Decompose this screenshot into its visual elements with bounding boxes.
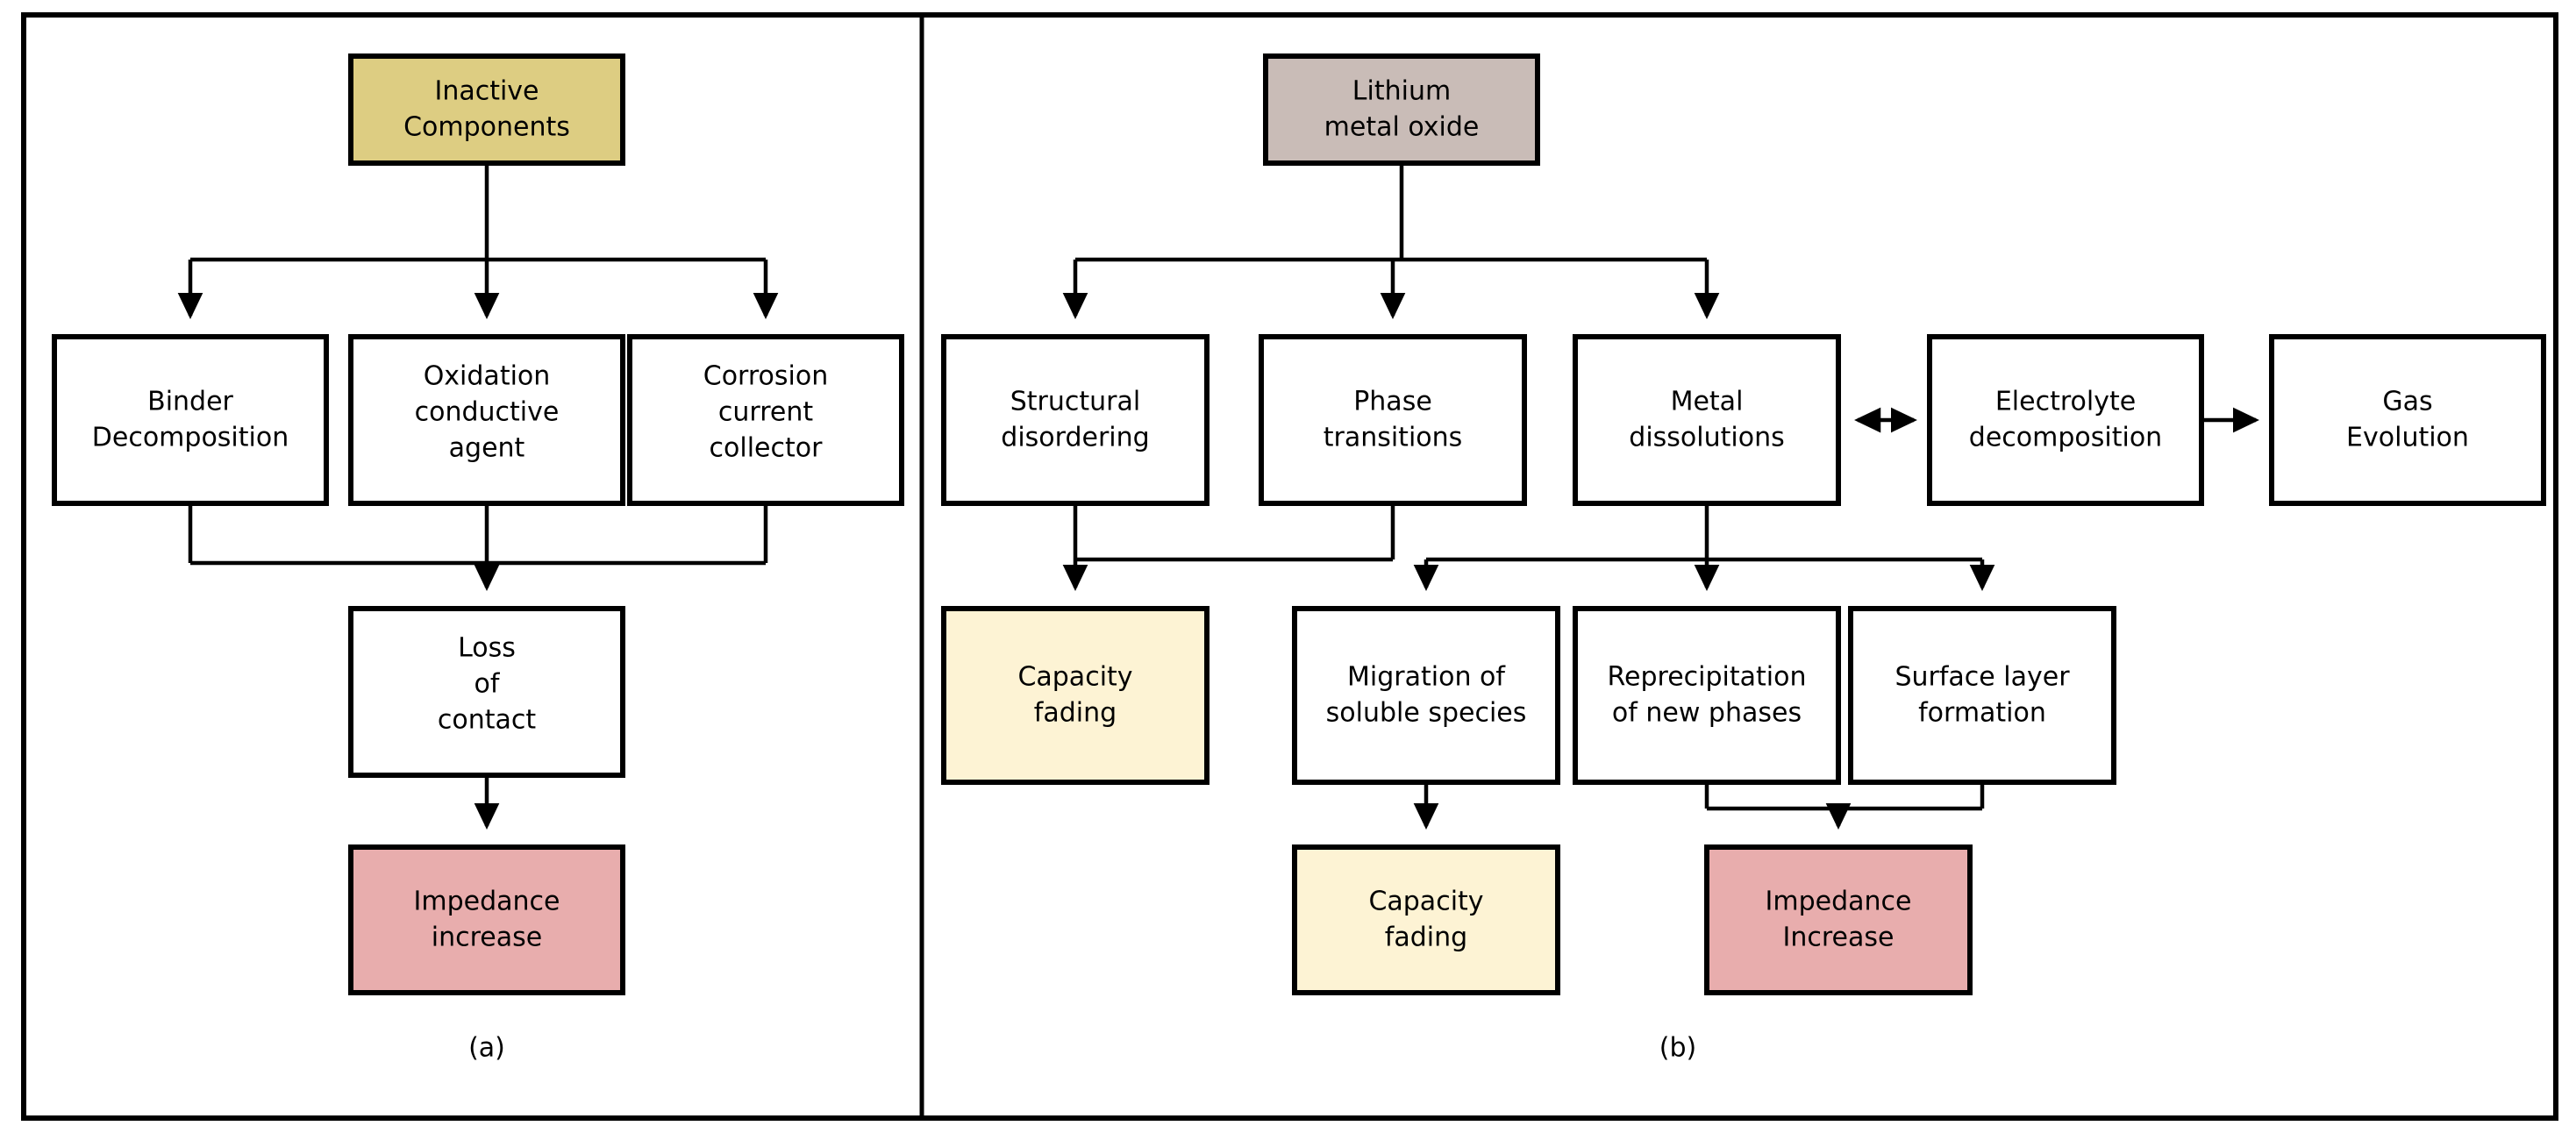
- node-corrosion-current-collector[interactable]: Corrosion current collector: [627, 334, 904, 506]
- node-structural-disordering-line-1: disordering: [1001, 423, 1149, 453]
- node-oxidation-conductive-agent[interactable]: Oxidation conductive agent: [348, 334, 625, 506]
- panel-b-caption: (b): [1659, 1033, 1696, 1064]
- node-binder-decomposition-line-1: Decomposition: [92, 423, 289, 453]
- node-migration-of-soluble-species[interactable]: Migration of soluble species: [1292, 606, 1560, 785]
- node-metal-dissolutions-line-1: dissolutions: [1629, 423, 1784, 453]
- node-capacity-fading-upper-box[interactable]: [941, 606, 1210, 785]
- node-impedance-increase-b-line-1: Increase: [1783, 923, 1895, 953]
- node-lithium-metal-oxide-box[interactable]: [1263, 53, 1540, 166]
- node-electrolyte-decomposition-line-0: Electrolyte: [1995, 387, 2136, 417]
- node-structural-disordering-box[interactable]: [941, 334, 1210, 506]
- node-loss-of-contact[interactable]: Loss of contact: [348, 606, 625, 778]
- node-gas-evolution-line-1: Evolution: [2346, 423, 2469, 453]
- node-loss-of-contact-box[interactable]: [348, 606, 625, 778]
- node-capacity-fading-upper[interactable]: Capacity fading: [941, 606, 1210, 785]
- node-metal-dissolutions[interactable]: Metal dissolutions: [1573, 334, 1841, 506]
- node-surface-layer-formation-box[interactable]: [1848, 606, 2116, 785]
- node-gas-evolution[interactable]: Gas Evolution: [2269, 334, 2546, 506]
- node-corrosion-current-collector-box[interactable]: [627, 334, 904, 506]
- node-structural-disordering-line-0: Structural: [1010, 387, 1140, 417]
- node-capacity-fading-lower-line-1: fading: [1385, 923, 1467, 953]
- node-impedance-increase-a-line-1: increase: [432, 923, 542, 953]
- node-phase-transitions-line-0: Phase: [1353, 387, 1432, 417]
- node-binder-decomposition[interactable]: Binder Decomposition: [52, 334, 329, 506]
- node-binder-decomposition-line-0: Binder: [147, 387, 233, 417]
- panel-a-connectors: [177, 163, 779, 830]
- node-corrosion-current-collector-line-2: collector: [710, 433, 824, 464]
- node-migration-of-soluble-species-line-0: Migration of: [1347, 662, 1506, 693]
- node-capacity-fading-upper-line-0: Capacity: [1017, 662, 1132, 693]
- node-corrosion-current-collector-line-0: Corrosion: [703, 361, 828, 392]
- node-reprecipitation-of-new-phases[interactable]: Reprecipitation of new phases: [1573, 606, 1841, 785]
- node-loss-of-contact-line-2: contact: [438, 705, 537, 736]
- node-lithium-metal-oxide-line-0: Lithium: [1352, 76, 1451, 107]
- node-impedance-increase-a[interactable]: Impedance increase: [348, 844, 625, 995]
- node-metal-dissolutions-line-0: Metal: [1671, 387, 1744, 417]
- node-reprecipitation-of-new-phases-box[interactable]: [1573, 606, 1841, 785]
- node-impedance-increase-b[interactable]: Impedance Increase: [1704, 844, 1973, 995]
- node-phase-transitions-line-1: transitions: [1324, 423, 1463, 453]
- node-gas-evolution-box[interactable]: [2269, 334, 2546, 506]
- node-electrolyte-decomposition[interactable]: Electrolyte decomposition: [1927, 334, 2204, 506]
- node-structural-disordering[interactable]: Structural disordering: [941, 334, 1210, 506]
- node-inactive-components-line-1: Components: [403, 112, 570, 143]
- node-impedance-increase-a-line-0: Impedance: [414, 887, 560, 917]
- node-lithium-metal-oxide[interactable]: Lithium metal oxide: [1263, 53, 1540, 166]
- node-electrolyte-decomposition-line-1: decomposition: [1969, 423, 2162, 453]
- node-lithium-metal-oxide-line-1: metal oxide: [1324, 112, 1480, 143]
- node-oxidation-conductive-agent-line-2: agent: [449, 433, 525, 464]
- node-electrolyte-decomposition-box[interactable]: [1927, 334, 2204, 506]
- node-surface-layer-formation-line-1: formation: [1918, 698, 2046, 729]
- node-impedance-increase-a-box[interactable]: [348, 844, 625, 995]
- node-metal-dissolutions-box[interactable]: [1573, 334, 1841, 506]
- node-oxidation-conductive-agent-box[interactable]: [348, 334, 625, 506]
- panel-a-caption: (a): [468, 1033, 505, 1064]
- node-phase-transitions[interactable]: Phase transitions: [1259, 334, 1527, 506]
- node-inactive-components-box[interactable]: [348, 53, 625, 166]
- node-capacity-fading-lower[interactable]: Capacity fading: [1292, 844, 1560, 995]
- node-loss-of-contact-line-1: of: [475, 669, 501, 700]
- node-migration-of-soluble-species-box[interactable]: [1292, 606, 1560, 785]
- node-capacity-fading-upper-line-1: fading: [1034, 698, 1117, 729]
- panel-a-nodes: Inactive Components Binder Decomposition…: [52, 53, 904, 1064]
- figure-outer-frame: [21, 12, 2558, 1121]
- node-reprecipitation-of-new-phases-line-1: of new phases: [1612, 698, 1802, 729]
- node-impedance-increase-b-box[interactable]: [1704, 844, 1973, 995]
- node-oxidation-conductive-agent-line-0: Oxidation: [424, 361, 551, 392]
- node-phase-transitions-box[interactable]: [1259, 334, 1527, 506]
- node-impedance-increase-b-line-0: Impedance: [1766, 887, 1912, 917]
- panel-b-connectors: [1062, 163, 2259, 830]
- node-inactive-components-line-0: Inactive: [434, 76, 539, 107]
- node-reprecipitation-of-new-phases-line-0: Reprecipitation: [1608, 662, 1807, 693]
- node-gas-evolution-line-0: Gas: [2382, 387, 2432, 417]
- node-inactive-components[interactable]: Inactive Components: [348, 53, 625, 166]
- node-loss-of-contact-line-0: Loss: [458, 633, 516, 664]
- node-capacity-fading-lower-box[interactable]: [1292, 844, 1560, 995]
- node-surface-layer-formation[interactable]: Surface layer formation: [1848, 606, 2116, 785]
- node-capacity-fading-lower-line-0: Capacity: [1368, 887, 1483, 917]
- node-oxidation-conductive-agent-line-1: conductive: [415, 397, 560, 428]
- node-surface-layer-formation-line-0: Surface layer: [1895, 662, 2070, 693]
- node-corrosion-current-collector-line-1: current: [718, 397, 813, 428]
- panel-b-nodes: Lithium metal oxide Structural disorderi…: [941, 53, 2546, 1064]
- node-binder-decomposition-box[interactable]: [52, 334, 329, 506]
- node-migration-of-soluble-species-line-1: soluble species: [1326, 698, 1527, 729]
